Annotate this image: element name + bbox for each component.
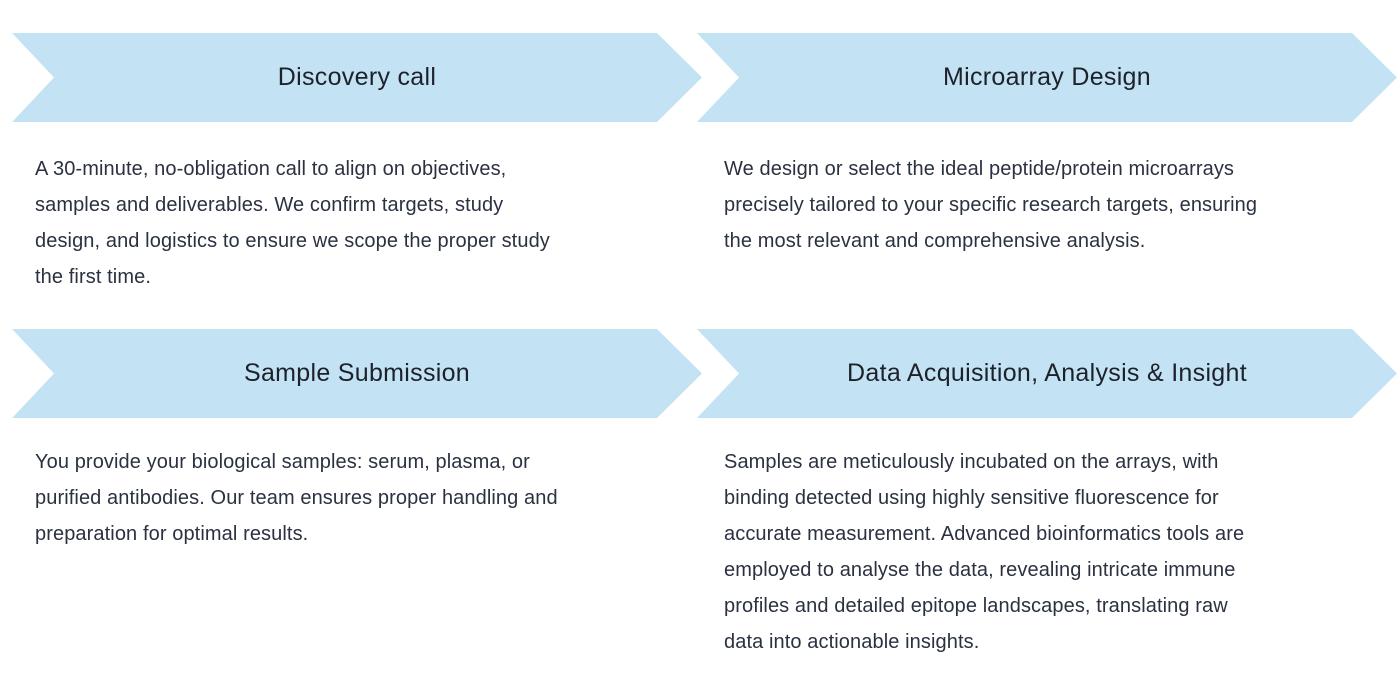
step-2-cell: Microarray Design xyxy=(700,33,1400,122)
step-3-cell: Sample Submission xyxy=(0,329,700,418)
step-2-title: Microarray Design xyxy=(943,63,1151,91)
step-4-cell: Data Acquisition, Analysis & Insight xyxy=(700,329,1400,418)
process-grid: Discovery call Microarray Design A 30-mi… xyxy=(0,33,1400,660)
step-2-description: We design or select the ideal peptide/pr… xyxy=(724,158,1258,252)
step-1-description: A 30-minute, no-obligation call to align… xyxy=(35,158,550,288)
step-1-title: Discovery call xyxy=(277,63,437,91)
step-4-description: Samples are meticulously incubated on th… xyxy=(724,451,1245,653)
step-1-arrow-banner: Discovery call xyxy=(12,33,702,122)
step-2-arrow-banner: Microarray Design xyxy=(697,33,1397,122)
step-3-description: You provide your biological samples: ser… xyxy=(35,451,558,545)
step-3-title: Sample Submission xyxy=(243,359,471,387)
step-3-arrow-banner: Sample Submission xyxy=(12,329,702,418)
step-4-title: Data Acquisition, Analysis & Insight xyxy=(847,359,1247,387)
step-4-arrow-banner: Data Acquisition, Analysis & Insight xyxy=(697,329,1397,418)
step-1-cell: Discovery call xyxy=(0,33,700,122)
